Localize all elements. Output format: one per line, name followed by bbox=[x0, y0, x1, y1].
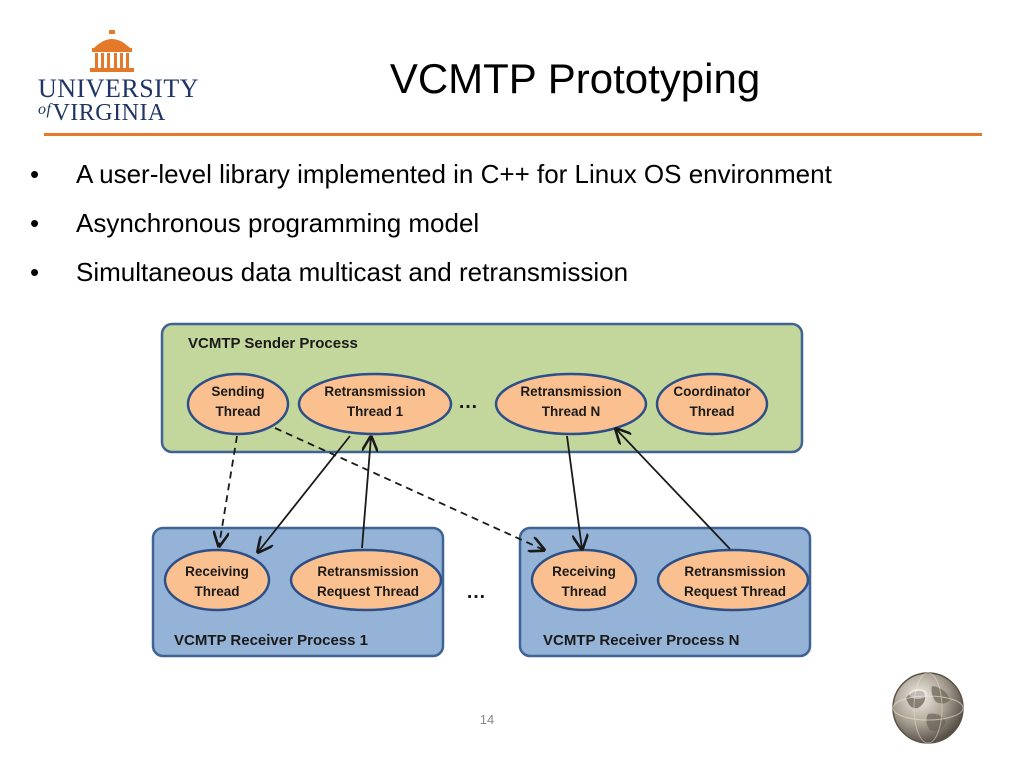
receiver-process-n-title: VCMTP Receiver Process N bbox=[543, 632, 740, 649]
logo-virginia-text: ofVIRGINIA bbox=[38, 100, 166, 126]
receiver-1-retransmission-request-thread-oval: Retransmission Request Thread bbox=[289, 548, 443, 612]
university-logo: UNIVERSITY ofVIRGINIA bbox=[36, 30, 199, 126]
receiver-process-1-title: VCMTP Receiver Process 1 bbox=[174, 632, 368, 649]
bullet-text: Simultaneous data multicast and retransm… bbox=[76, 257, 629, 287]
retransmission-thread-1-oval: Retransmission Thread 1 bbox=[297, 372, 453, 436]
retransmission-thread-n-oval: Retransmission Thread N bbox=[494, 372, 648, 436]
sender-process-title: VCMTP Sender Process bbox=[188, 335, 358, 352]
slide-title: VCMTP Prototyping bbox=[389, 55, 761, 102]
logo-university-text: UNIVERSITY bbox=[38, 74, 199, 103]
oval-label-line: Retransmission bbox=[684, 564, 785, 579]
multicast-arrow-to-receiver-1 bbox=[219, 435, 238, 546]
oval-label-line: Thread 1 bbox=[347, 404, 404, 419]
bullet-text: Asynchronous programming model bbox=[76, 208, 480, 238]
oval-label-line: Retransmission bbox=[317, 564, 418, 579]
receiver-1-receiving-thread-oval: Receiving Thread bbox=[163, 548, 271, 612]
bullet-symbol: • bbox=[30, 208, 40, 238]
oval-label-line: Thread bbox=[215, 404, 260, 419]
bullet-item: • Asynchronous programming model bbox=[30, 199, 832, 248]
bullet-item: • Simultaneous data multicast and retrans… bbox=[30, 248, 832, 297]
bullet-text: A user-level library implemented in C++ … bbox=[76, 159, 832, 189]
oval-label-line: Retransmission bbox=[520, 384, 621, 399]
multicast-arrow-to-receiver-n bbox=[274, 427, 544, 550]
globe-icon bbox=[892, 672, 964, 744]
receiver-n-receiving-thread-oval: Receiving Thread bbox=[530, 548, 638, 612]
oval-label-line: Receiving bbox=[185, 564, 249, 579]
title-divider bbox=[44, 133, 982, 136]
oval-label-line: Thread N bbox=[542, 404, 601, 419]
oval-label-line: Thread bbox=[561, 584, 606, 599]
sending-thread-oval: Sending Thread bbox=[186, 372, 290, 436]
page-number: 14 bbox=[479, 712, 495, 727]
retransmission-request-arrow-from-receiver-n bbox=[616, 429, 731, 550]
receiver-n-retransmission-request-thread-oval: Retransmission Request Thread bbox=[656, 548, 810, 612]
oval-label-line: Request Thread bbox=[684, 584, 786, 599]
receivers-ellipsis: … bbox=[466, 581, 486, 603]
oval-label-line: Coordinator bbox=[673, 384, 751, 399]
oval-label-line: Receiving bbox=[552, 564, 616, 579]
sender-ellipsis: … bbox=[458, 391, 478, 413]
bullet-item: • A user-level library implemented in C++… bbox=[30, 150, 832, 199]
oval-label-line: Thread bbox=[194, 584, 239, 599]
oval-label-line: Thread bbox=[689, 404, 734, 419]
bullet-symbol: • bbox=[30, 257, 40, 287]
retransmission-request-arrow-from-receiver-1 bbox=[361, 437, 371, 549]
rotunda-icon bbox=[90, 30, 134, 72]
bullet-list: • A user-level library implemented in C++… bbox=[30, 150, 832, 297]
retransmission-arrow-to-receiver-n bbox=[566, 435, 582, 549]
retransmission-arrow-to-receiver-1 bbox=[258, 435, 351, 552]
bullet-symbol: • bbox=[30, 159, 40, 189]
oval-label-line: Sending bbox=[211, 384, 264, 399]
oval-label-line: Request Thread bbox=[317, 584, 419, 599]
coordinator-thread-oval: Coordinator Thread bbox=[655, 372, 769, 436]
oval-label-line: Retransmission bbox=[324, 384, 425, 399]
